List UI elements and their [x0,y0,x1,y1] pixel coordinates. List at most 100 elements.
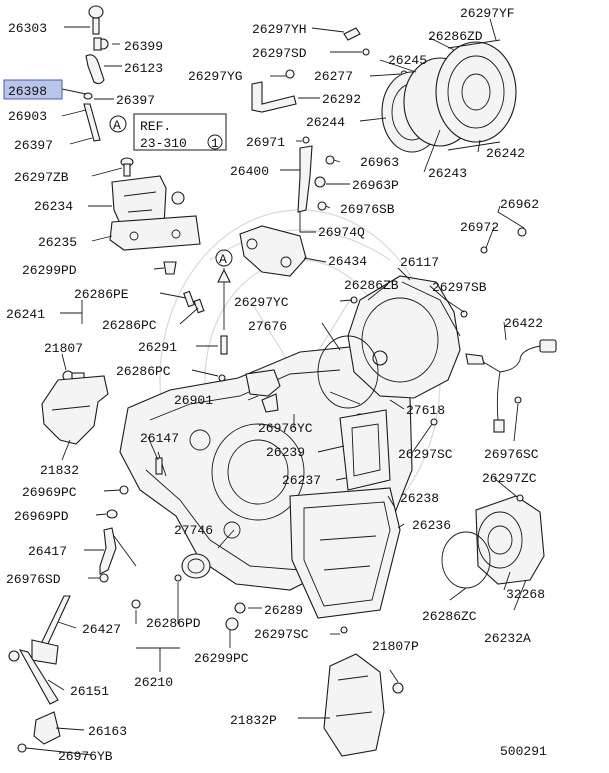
arrow-tag-lower: A [219,252,227,267]
label-26244: 26244 [306,115,345,130]
label-26238: 26238 [400,491,439,506]
ref-callout: A REF. 23-310 1 [109,113,227,151]
label-26243: 26243 [428,166,467,181]
ref-line2: 23-310 [140,136,187,151]
label-26234: 26234 [34,199,73,214]
label-26297yg: 26297YG [188,69,243,84]
label-26399: 26399 [124,39,163,54]
label-27746: 27746 [174,523,213,538]
label-26286pc: 26286PC [102,318,157,333]
diagram-code: 500291 [500,744,547,759]
part-clutch-drum-26244 [381,39,517,153]
part-labels: 26303 26399 26123 26398 26397 26903 2639… [6,6,547,764]
part-cover-26117 [347,275,461,399]
label-26286zd: 26286ZD [428,29,483,44]
highlight-26398-box [3,79,63,100]
part-bolt-26976sd [99,573,109,583]
label-32268: 32268 [506,587,545,602]
part-bolt-26286pd [131,599,141,609]
part-gasket-27676 [317,335,379,409]
label-26235: 26235 [38,235,77,250]
label-26297yf: 26297YF [460,6,515,21]
label-21832p: 21832P [230,713,277,728]
part-pin-26147 [155,457,163,475]
part-bolt-26291: A [215,249,233,355]
label-26292: 26292 [322,92,361,107]
part-seal-27746 [181,553,211,579]
part-housing-26232a [441,494,545,589]
label-26972: 26972 [460,220,499,235]
label-26277: 26277 [314,69,353,84]
label-26297sd: 26297SD [252,46,307,61]
part-bolt-26969pd [106,509,118,519]
label-26434: 26434 [328,254,367,269]
part-lever-26417 [99,527,117,575]
label-26210: 26210 [134,675,173,690]
part-sensor-26422 [465,339,557,433]
part-oil-pan-26236 [289,487,401,619]
label-27676: 27676 [248,319,287,334]
part-bolt-26297sc-b [340,626,348,634]
label-21807: 21807 [44,341,83,356]
label-26245: 26245 [388,53,427,68]
label-26422: 26422 [504,316,543,331]
label-26303: 26303 [8,21,47,36]
label-26969pd: 26969PD [14,509,69,524]
label-26237: 26237 [282,473,321,488]
part-dipstick-cap [88,5,104,35]
label-21832: 21832 [40,463,79,478]
part-filler-tube [85,54,105,85]
label-26163: 26163 [88,724,127,739]
ref-index: 1 [211,136,219,151]
part-bracket-21832p [323,653,404,757]
label-26291: 26291 [138,340,177,355]
label-26974q: 26974Q [318,225,365,240]
label-26397-a: 26397 [116,93,155,108]
label-26289: 26289 [264,603,303,618]
label-26903: 26903 [8,109,47,124]
label-26963: 26963 [360,155,399,170]
label-27618: 27618 [406,403,445,418]
ref-arrow-tag: A [113,118,121,133]
label-26976sd: 26976SD [6,572,61,587]
part-bolt-26972 [480,246,488,254]
part-bolts-26286 [183,290,205,314]
label-26398: 26398 [8,84,47,99]
part-bolt-26962 [517,227,527,237]
label-26117: 26117 [400,255,439,270]
label-26963p: 26963P [352,178,399,193]
label-26976yb: 26976YB [58,749,113,764]
label-26297yh: 26297YH [252,22,307,37]
label-26123: 26123 [124,61,163,76]
label-26397-b: 26397 [14,138,53,153]
label-26286pc-2: 26286PC [116,364,171,379]
label-26976yc: 26976YC [258,421,313,436]
label-26901: 26901 [174,393,213,408]
part-bracket-21832 [41,370,109,445]
part-mount-bracket [109,157,201,251]
label-26297sc: 26297SC [398,447,453,462]
label-26297zb: 26297ZB [14,170,69,185]
part-bolt-26297yh [343,27,361,41]
label-26147: 26147 [140,431,179,446]
part-plug-26299pd [163,261,177,275]
label-26297sb: 26297SB [432,280,487,295]
part-gauge-rod [83,103,101,142]
label-26297yc: 26297YC [234,295,289,310]
label-26286zc: 26286ZC [422,609,477,624]
label-26239: 26239 [266,445,305,460]
part-bolt-26399 [93,37,109,51]
label-26297sc-2: 26297SC [254,627,309,642]
part-actuator-26434 [239,225,307,277]
label-26299pc: 26299PC [194,651,249,666]
part-plug-26289 [234,602,246,614]
part-bolt-26969pc [119,485,129,495]
part-arm-26400 [297,136,335,213]
label-26971: 26971 [246,135,285,150]
label-21807p: 21807P [372,639,419,654]
label-26297zc: 26297ZC [482,471,537,486]
label-26242: 26242 [486,146,525,161]
label-26969pc: 26969PC [22,485,77,500]
part-cover-26239 [339,409,438,491]
